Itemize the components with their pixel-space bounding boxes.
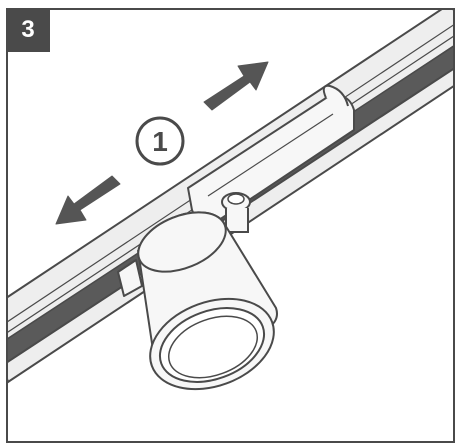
callout-circle: 1 (135, 116, 185, 166)
track-light-illustration: 1 (8, 10, 453, 391)
arrow-up-right-icon (203, 61, 269, 111)
callout-number: 1 (152, 126, 168, 157)
step-number-badge: 3 (6, 8, 50, 52)
arrow-down-left-icon (55, 175, 121, 225)
spotlight-head (137, 211, 278, 391)
adapter-housing (117, 84, 355, 297)
step-frame: 1 (6, 8, 455, 443)
